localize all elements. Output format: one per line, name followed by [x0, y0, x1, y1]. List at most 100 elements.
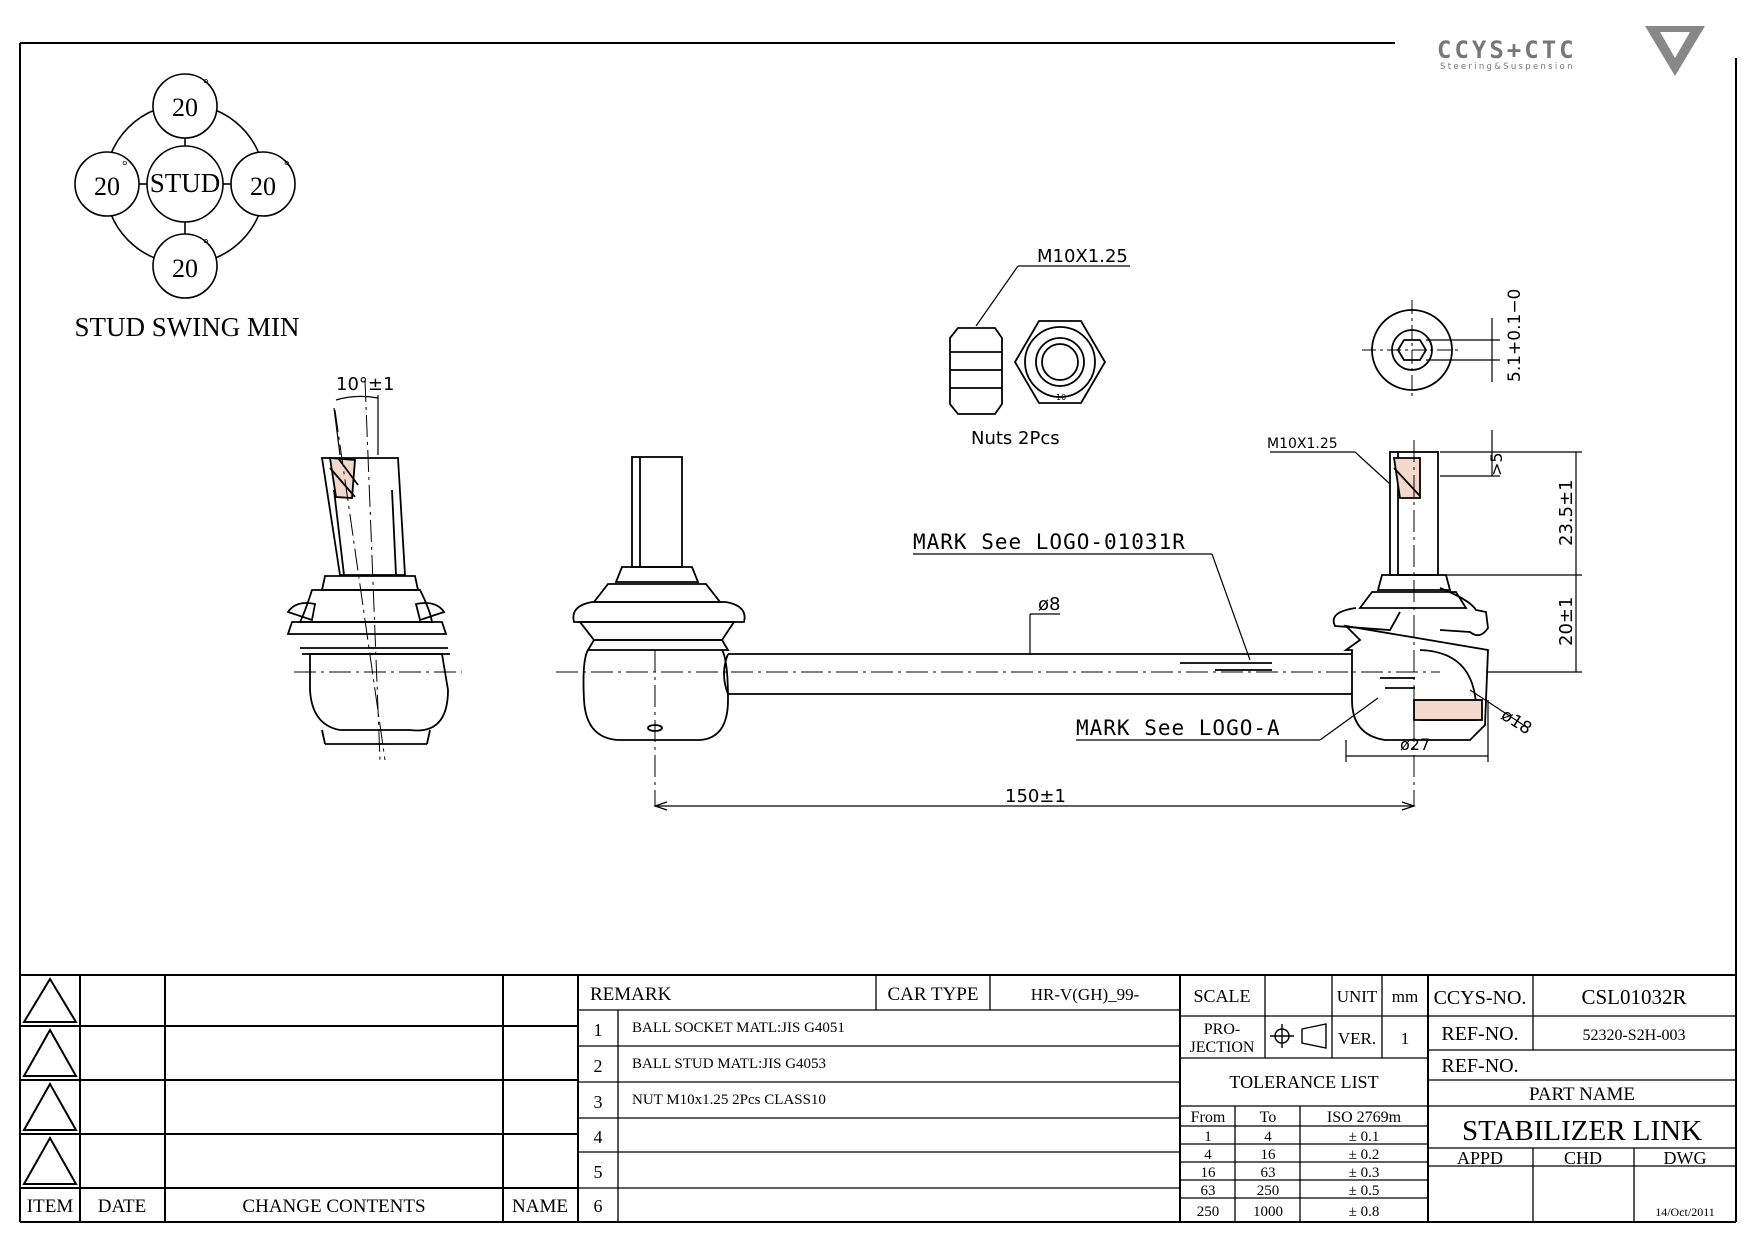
connecting-rod: [723, 653, 1352, 695]
ver-value: 1: [1401, 1029, 1410, 1048]
stud-length-dimension: 23.5±1: [1556, 479, 1577, 546]
remark-block: REMARK CAR TYPE HR-V(GH)_99- 1 BALL SOCK…: [590, 984, 1140, 1216]
spec-grid: [1180, 975, 1428, 1222]
ref-no-1-value: 52320-S2H-003: [1582, 1027, 1685, 1044]
tol-from-header: From: [1191, 1109, 1226, 1126]
main-view-centerlines: [556, 440, 1440, 806]
logo-tagline: Steering&Suspension: [1440, 62, 1575, 72]
car-type-value: HR-V(GH)_99-: [1031, 985, 1140, 1004]
hex-dimension-label: 5.1+0.1−0: [1505, 289, 1525, 382]
left-ball-joint: [572, 456, 746, 741]
company-logo: CCYS+CTC Steering&Suspension: [1437, 26, 1705, 76]
length-dimension: 150±1: [1005, 786, 1066, 807]
mark-logo-bottom: MARK See LOGO-A: [1076, 716, 1281, 740]
nut-thread-leader: [975, 265, 1130, 327]
nut-side-view: [949, 327, 1003, 415]
remark-no-4: 4: [594, 1127, 603, 1147]
item-header: ITEM: [27, 1196, 74, 1217]
ver-label: VER.: [1338, 1029, 1376, 1048]
remark-no-1: 1: [594, 1020, 603, 1040]
revision-triangles: [22, 977, 78, 1185]
projection-label-1: PRO-: [1204, 1021, 1240, 1038]
degree-mark-right: °: [284, 159, 290, 174]
stud-swing-diagram: [74, 73, 296, 299]
stud-thread-label: M10X1.25: [1267, 436, 1338, 452]
unit-value: mm: [1392, 987, 1418, 1006]
ball-diameter-dimension: ø18: [1497, 705, 1535, 739]
appd-label: APPD: [1457, 1148, 1503, 1168]
tilt-dimension: [333, 395, 379, 456]
dimension-labels: 150±1 23.5±1 20±1 >5 ø27 ø18 ø8 M10X1.25…: [913, 436, 1577, 807]
tilt-dimension-label: 10°±1: [336, 374, 394, 395]
nut-front-view: [1013, 320, 1107, 404]
unit-label: UNIT: [1337, 987, 1378, 1006]
dwg-label: DWG: [1664, 1148, 1707, 1168]
tol-cell: 1000: [1253, 1204, 1283, 1220]
tol-cell: 63: [1261, 1165, 1276, 1181]
dimension-lines: [653, 430, 1582, 811]
stud-center-label: STUD: [150, 168, 221, 198]
tol-to-header: To: [1260, 1109, 1277, 1126]
logo-brand: CCYS+CTC: [1437, 36, 1577, 64]
remark-no-5: 5: [594, 1162, 603, 1182]
chd-label: CHD: [1564, 1148, 1602, 1168]
remark-text-3: NUT M10x1.25 2Pcs CLASS10: [632, 1092, 826, 1108]
tol-cell: ± 0.5: [1349, 1183, 1380, 1199]
nuts-quantity-label: Nuts 2Pcs: [971, 428, 1060, 449]
title-info-block: CCYS-NO. CSL01032R REF-NO. 52320-S2H-003…: [1434, 985, 1715, 1219]
tol-cell: 4: [1264, 1129, 1272, 1145]
swing-angle-left: 20: [94, 172, 120, 201]
part-name-label: PART NAME: [1529, 1084, 1635, 1105]
date-header: DATE: [98, 1196, 147, 1217]
stud-end-centerlines: [1362, 300, 1462, 400]
ccys-no-value: CSL01032R: [1581, 985, 1686, 1009]
title-block-grid: [20, 974, 1736, 1222]
scale-label: SCALE: [1193, 986, 1250, 1006]
tol-cell: 250: [1197, 1204, 1220, 1220]
remark-no-6: 6: [594, 1196, 603, 1216]
revision-headers: ITEM DATE CHANGE CONTENTS NAME: [27, 1196, 568, 1217]
part-name-value: STABILIZER LINK: [1462, 1115, 1702, 1147]
tol-iso-header: ISO 2769m: [1327, 1109, 1402, 1126]
right-ball-joint: [1332, 451, 1489, 741]
change-contents-header: CHANGE CONTENTS: [242, 1196, 425, 1217]
spec-block: SCALE UNIT mm PRO- JECTION VER. 1 TOLERA…: [1190, 986, 1419, 1220]
stud-swing-caption: STUD SWING MIN: [75, 312, 300, 342]
degree-mark-bottom: °: [203, 237, 209, 252]
tol-cell: ± 0.8: [1349, 1204, 1380, 1220]
swing-angle-top: 20: [172, 93, 198, 122]
degree-mark-top: °: [203, 77, 209, 92]
nut-face-marking: 10: [1056, 393, 1066, 402]
ref-no-2-label: REF-NO.: [1441, 1055, 1518, 1077]
ccys-no-label: CCYS-NO.: [1434, 987, 1527, 1009]
logo-mark-icon: [1645, 26, 1705, 76]
projection-label-2: JECTION: [1190, 1039, 1255, 1056]
hex-dimension-lines: [1426, 318, 1500, 382]
tol-cell: 16: [1201, 1165, 1217, 1181]
swing-angle-right: 20: [250, 172, 276, 201]
remark-no-3: 3: [594, 1092, 603, 1112]
height-dimension: 20±1: [1556, 597, 1577, 646]
car-type-label: CAR TYPE: [888, 984, 979, 1005]
tol-cell: 1: [1204, 1129, 1212, 1145]
mark-logo-top: MARK See LOGO-01031R: [913, 530, 1186, 554]
tolerance-title: TOLERANCE LIST: [1229, 1072, 1378, 1092]
title-grid: [1428, 975, 1736, 1222]
tol-cell: ± 0.2: [1349, 1147, 1380, 1163]
ref-no-1-label: REF-NO.: [1441, 1023, 1518, 1045]
remark-no-2: 2: [594, 1056, 603, 1076]
rod-diameter-dimension: ø8: [1038, 594, 1060, 615]
stud-swing-labels: STUD 20 20 20 20 ° ° ° ° STUD SWING MIN: [75, 77, 300, 342]
swing-angle-bottom: 20: [172, 254, 198, 283]
thread-length-dimension: >5: [1487, 452, 1506, 476]
remark-text-1: BALL SOCKET MATL:JIS G4051: [632, 1020, 845, 1036]
side-view-ball-joint: [286, 457, 450, 745]
remark-text-2: BALL STUD MATL:JIS G4053: [632, 1056, 826, 1072]
nut-thread-label: M10X1.25: [1037, 246, 1128, 267]
remark-label: REMARK: [590, 984, 672, 1005]
side-view-centerlines: [294, 379, 462, 761]
tol-cell: 63: [1201, 1183, 1216, 1199]
drawing-date: 14/Oct/2011: [1655, 1205, 1715, 1219]
